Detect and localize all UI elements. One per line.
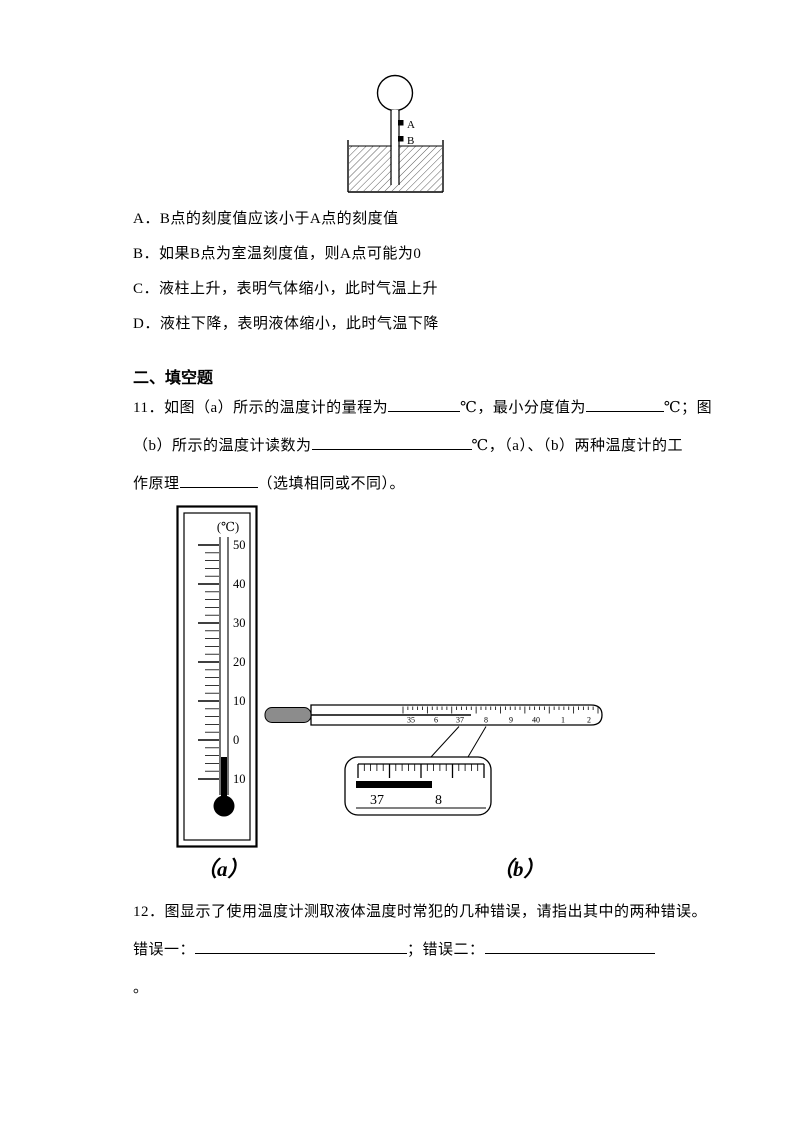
gas-thermometer-figure: A B <box>347 74 444 193</box>
magnifier-guide-left <box>430 726 460 758</box>
blank-error-1 <box>195 940 408 954</box>
q11-text-4: （b）所示的温度计读数为 <box>133 438 312 454</box>
b-num-37: 37 <box>456 716 464 725</box>
magnifier-mercury <box>356 781 432 788</box>
magnifier-guide-right <box>467 726 487 758</box>
magnifier-num-37: 37 <box>370 793 384 808</box>
q12-label-2: ；错误二： <box>407 942 485 958</box>
point-b-marker <box>398 136 404 142</box>
mercury-bulb-a <box>213 795 235 817</box>
q11-text-5: ℃，（a）、（b）两种温度计的工 <box>471 438 683 454</box>
option-c: C．液柱上升，表明气体缩小，此时气温上升 <box>133 281 439 297</box>
b-num-36: 6 <box>434 716 438 725</box>
scale-label-40: 40 <box>233 577 246 591</box>
frame-inner <box>183 512 251 841</box>
scale-label-50: 50 <box>233 538 246 552</box>
q12-label-1: 错误一： <box>133 942 196 958</box>
b-num-39: 9 <box>509 716 513 725</box>
question12-text: 12．图显示了使用温度计测取液体温度时常犯的几种错误，请指出其中的两种错误。 <box>133 904 708 920</box>
option-a: A．B点的刻度值应该小于A点的刻度值 <box>133 211 399 227</box>
b-num-40: 40 <box>532 716 540 725</box>
q11-text-1: 11．如图（a）所示的温度计的量程为 <box>133 400 389 416</box>
magnifier-num-8: 8 <box>435 793 442 808</box>
blank-division <box>585 398 664 412</box>
q11-text-2: ℃，最小分度值为 <box>460 400 586 416</box>
question11-line3: 作原理 （选填相同或不同）。 <box>133 472 405 493</box>
blank-range <box>388 398 461 412</box>
section-title: 二、填空题 <box>133 370 214 387</box>
b-num-41: 1 <box>561 716 565 725</box>
caption-a: （a） <box>196 857 249 881</box>
magnifier-ticks <box>357 763 485 778</box>
blank-error-2 <box>484 940 655 954</box>
b-num-42: 2 <box>587 716 591 725</box>
point-a-marker <box>398 120 404 126</box>
scale-label-20: 20 <box>233 655 246 669</box>
scale-label-10: 10 <box>233 694 246 708</box>
scale-label-30: 30 <box>233 616 246 630</box>
question12-blanks: 错误一： ；错误二： <box>133 938 655 959</box>
point-b-label: B <box>407 135 414 147</box>
q11-text-7: （选填相同或不同）。 <box>257 476 406 492</box>
scale-ticks-a <box>198 544 219 780</box>
b-num-38: 8 <box>484 716 488 725</box>
flask-bulb <box>376 74 414 112</box>
question12-tail: 。 <box>133 980 149 996</box>
tube-interior <box>391 110 399 185</box>
q11-text-6: 作原理 <box>133 476 180 492</box>
question11-line1: 11．如图（a）所示的温度计的量程为 ℃，最小分度值为 ℃；图 <box>133 396 712 417</box>
scale-ticks-b <box>402 706 599 714</box>
blank-principle <box>179 474 258 488</box>
unit-label: (℃) <box>217 520 239 534</box>
b-num-35: 35 <box>407 716 415 725</box>
point-a-label: A <box>407 119 415 131</box>
scale-label-neg10: 10 <box>233 772 246 786</box>
thermometer-b-tip <box>264 707 312 723</box>
scale-label-0: 0 <box>233 733 239 747</box>
blank-reading <box>311 436 472 450</box>
thermometer-a-figure: (℃) 50 40 30 20 10 0 10 <box>176 505 258 848</box>
option-d: D．液柱下降，表明液体缩小，此时气温下降 <box>133 316 439 332</box>
q11-text-3: ℃；图 <box>663 400 713 416</box>
mercury-column-a <box>221 757 227 799</box>
thermometer-b-figure: 35 6 37 8 9 40 1 2 37 8 <box>264 704 603 816</box>
option-b: B．如果B点为室温刻度值，则A点可能为0 <box>133 246 422 262</box>
caption-b: （b） <box>492 857 545 881</box>
question11-line2: （b）所示的温度计读数为 ℃，（a）、（b）两种温度计的工 <box>133 434 683 455</box>
